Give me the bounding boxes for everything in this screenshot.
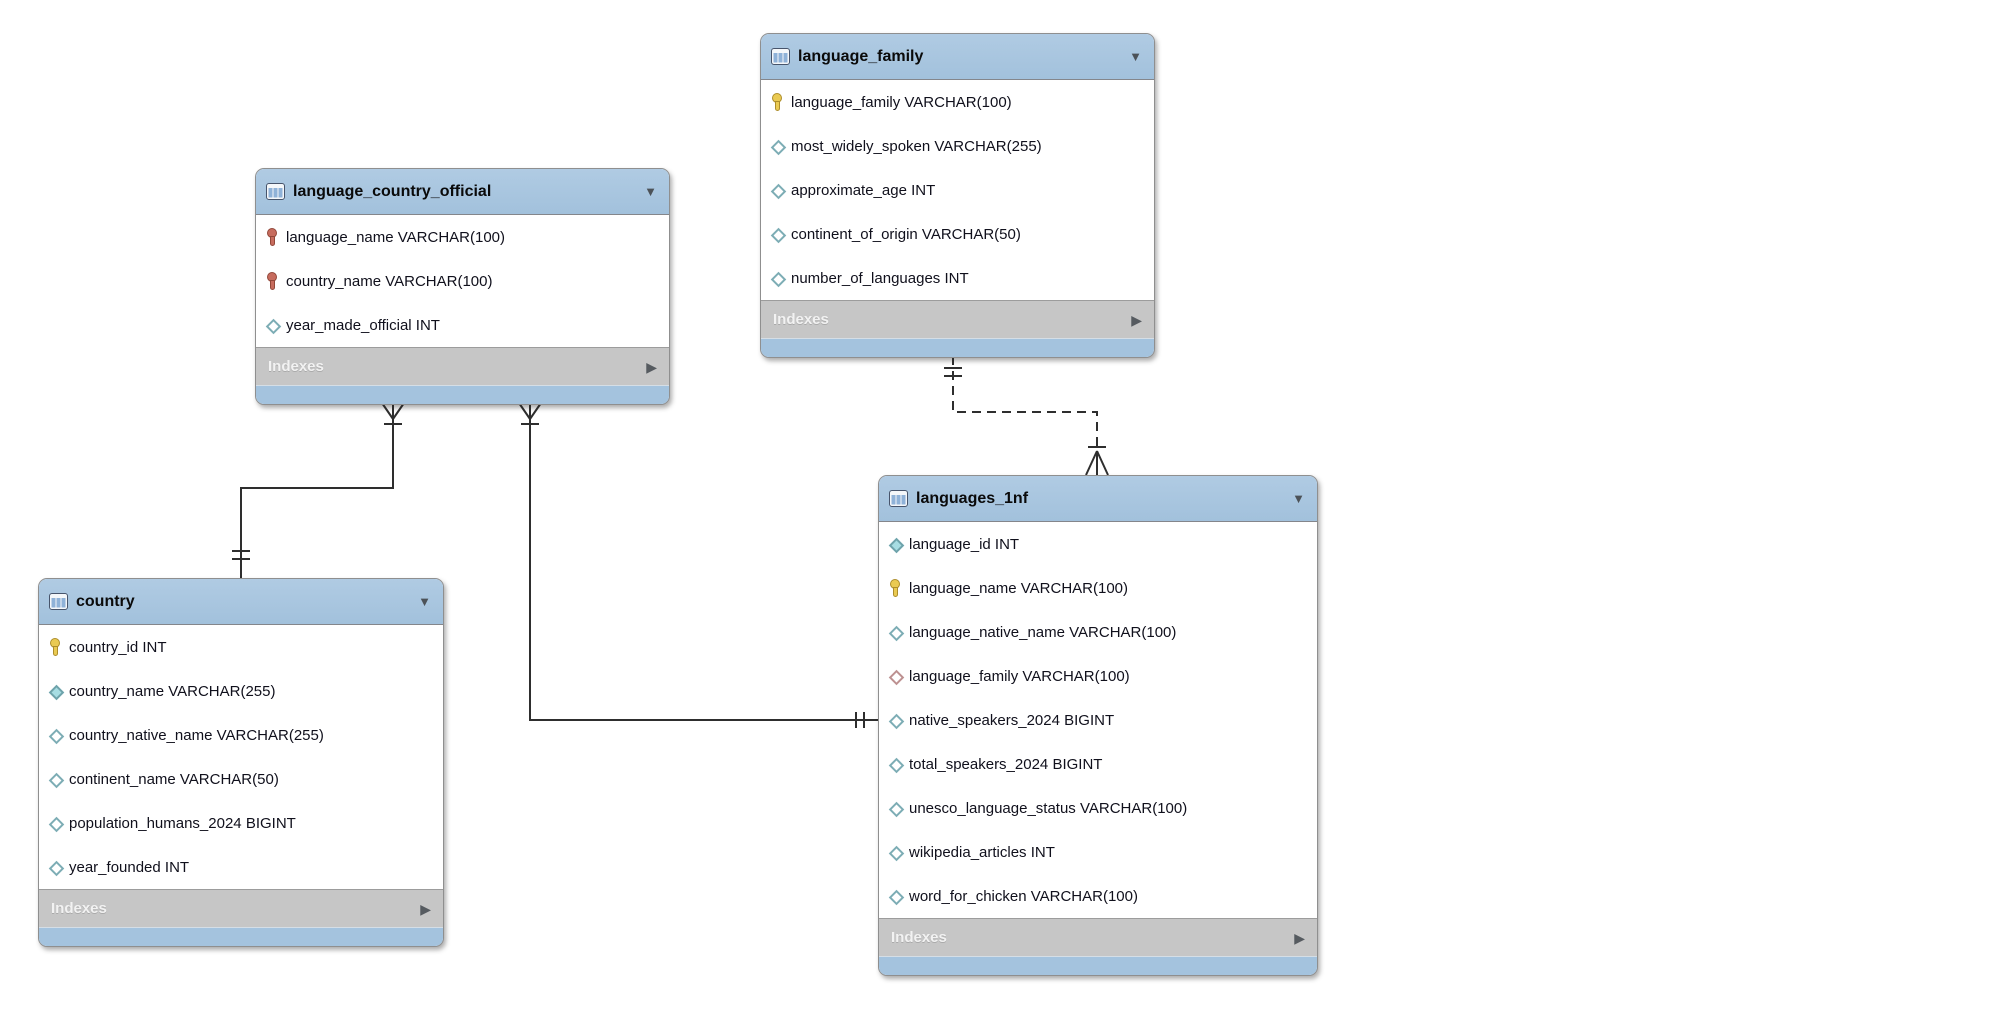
column-row[interactable]: wikipedia_articles INT	[879, 830, 1317, 874]
table-footer	[256, 385, 669, 404]
chevron-down-icon[interactable]: ▼	[1292, 491, 1305, 506]
column-row[interactable]: continent_name VARCHAR(50)	[39, 757, 443, 801]
indexes-bar[interactable]: Indexes ▶	[39, 889, 443, 927]
chevron-down-icon[interactable]: ▼	[1129, 49, 1142, 64]
nullable-column-icon	[770, 270, 787, 287]
column-row[interactable]: country_name VARCHAR(255)	[39, 669, 443, 713]
crowsfoot-many-icon	[381, 402, 405, 420]
nullable-column-icon	[888, 888, 905, 905]
one-cardinality-bars-icon	[944, 367, 962, 377]
chevron-down-icon[interactable]: ▼	[644, 184, 657, 199]
table-header[interactable]: languages_1nf ▼	[879, 476, 1317, 522]
relationship-lco-country[interactable]	[232, 402, 405, 578]
table-footer	[879, 956, 1317, 975]
not-null-column-icon	[888, 536, 905, 553]
column-row[interactable]: native_speakers_2024 BIGINT	[879, 698, 1317, 742]
nullable-column-icon	[48, 859, 65, 876]
triangle-right-icon[interactable]: ▶	[1131, 311, 1142, 328]
nullable-column-icon	[770, 182, 787, 199]
foreign-key-column-icon	[888, 668, 905, 685]
indexes-bar[interactable]: Indexes ▶	[761, 300, 1154, 338]
not-null-column-icon	[48, 683, 65, 700]
column-row[interactable]: year_made_official INT	[256, 303, 669, 347]
column-row[interactable]: most_widely_spoken VARCHAR(255)	[761, 124, 1154, 168]
nullable-column-icon	[265, 317, 282, 334]
column-row[interactable]: language_family VARCHAR(100)	[879, 654, 1317, 698]
table-title: language_country_official	[293, 182, 492, 200]
one-cardinality-bars-icon	[232, 550, 250, 560]
nullable-column-icon	[48, 771, 65, 788]
column-list: language_id INT language_name VARCHAR(10…	[879, 522, 1317, 918]
column-row[interactable]: approximate_age INT	[761, 168, 1154, 212]
primary-key-icon	[888, 579, 905, 597]
indexes-bar[interactable]: Indexes ▶	[256, 347, 669, 385]
column-row[interactable]: country_name VARCHAR(100)	[256, 259, 669, 303]
table-icon	[49, 593, 68, 610]
table-header[interactable]: language_family ▼	[761, 34, 1154, 80]
one-cardinality-bars-icon	[855, 712, 865, 728]
column-row[interactable]: number_of_languages INT	[761, 256, 1154, 300]
indexes-bar[interactable]: Indexes ▶	[879, 918, 1317, 956]
column-list: language_name VARCHAR(100) country_name …	[256, 215, 669, 347]
nullable-column-icon	[888, 712, 905, 729]
column-row[interactable]: continent_of_origin VARCHAR(50)	[761, 212, 1154, 256]
column-list: country_id INT country_name VARCHAR(255)…	[39, 625, 443, 889]
column-row[interactable]: language_name VARCHAR(100)	[256, 215, 669, 259]
table-languages-1nf[interactable]: languages_1nf ▼ language_id INT language…	[878, 475, 1318, 976]
primary-key-icon	[770, 93, 787, 111]
column-row[interactable]: word_for_chicken VARCHAR(100)	[879, 874, 1317, 918]
table-title: languages_1nf	[916, 489, 1029, 507]
relationship-lco-languages1nf[interactable]	[518, 402, 878, 728]
column-row[interactable]: country_id INT	[39, 625, 443, 669]
crowsfoot-many-icon	[518, 402, 542, 420]
triangle-right-icon[interactable]: ▶	[646, 358, 657, 375]
nullable-column-icon	[888, 844, 905, 861]
column-row[interactable]: population_humans_2024 BIGINT	[39, 801, 443, 845]
column-row[interactable]: country_native_name VARCHAR(255)	[39, 713, 443, 757]
table-title: country	[76, 592, 135, 610]
table-title: language_family	[798, 47, 924, 65]
nullable-column-icon	[770, 138, 787, 155]
nullable-column-icon	[888, 800, 905, 817]
relationship-languagefamily-languages1nf[interactable]	[944, 356, 1109, 476]
table-icon	[889, 490, 908, 507]
column-list: language_family VARCHAR(100) most_widely…	[761, 80, 1154, 300]
triangle-right-icon[interactable]: ▶	[420, 900, 431, 917]
table-footer	[39, 927, 443, 946]
table-icon	[266, 183, 285, 200]
column-row[interactable]: language_name VARCHAR(100)	[879, 566, 1317, 610]
column-row[interactable]: language_id INT	[879, 522, 1317, 566]
nullable-column-icon	[888, 756, 905, 773]
table-header[interactable]: country ▼	[39, 579, 443, 625]
nullable-column-icon	[888, 624, 905, 641]
primary-foreign-key-icon	[265, 272, 282, 290]
triangle-right-icon[interactable]: ▶	[1294, 929, 1305, 946]
column-row[interactable]: language_native_name VARCHAR(100)	[879, 610, 1317, 654]
nullable-column-icon	[770, 226, 787, 243]
column-row[interactable]: language_family VARCHAR(100)	[761, 80, 1154, 124]
column-row[interactable]: total_speakers_2024 BIGINT	[879, 742, 1317, 786]
nullable-column-icon	[48, 727, 65, 744]
column-row[interactable]: year_founded INT	[39, 845, 443, 889]
table-country[interactable]: country ▼ country_id INT country_name VA…	[38, 578, 444, 947]
chevron-down-icon[interactable]: ▼	[418, 594, 431, 609]
column-row[interactable]: unesco_language_status VARCHAR(100)	[879, 786, 1317, 830]
table-language-family[interactable]: language_family ▼ language_family VARCHA…	[760, 33, 1155, 358]
table-icon	[771, 48, 790, 65]
primary-key-icon	[48, 638, 65, 656]
table-header[interactable]: language_country_official ▼	[256, 169, 669, 215]
table-language-country-official[interactable]: language_country_official ▼ language_nam…	[255, 168, 670, 405]
primary-foreign-key-icon	[265, 228, 282, 246]
table-footer	[761, 338, 1154, 357]
nullable-column-icon	[48, 815, 65, 832]
crowsfoot-many-icon	[1085, 450, 1109, 476]
